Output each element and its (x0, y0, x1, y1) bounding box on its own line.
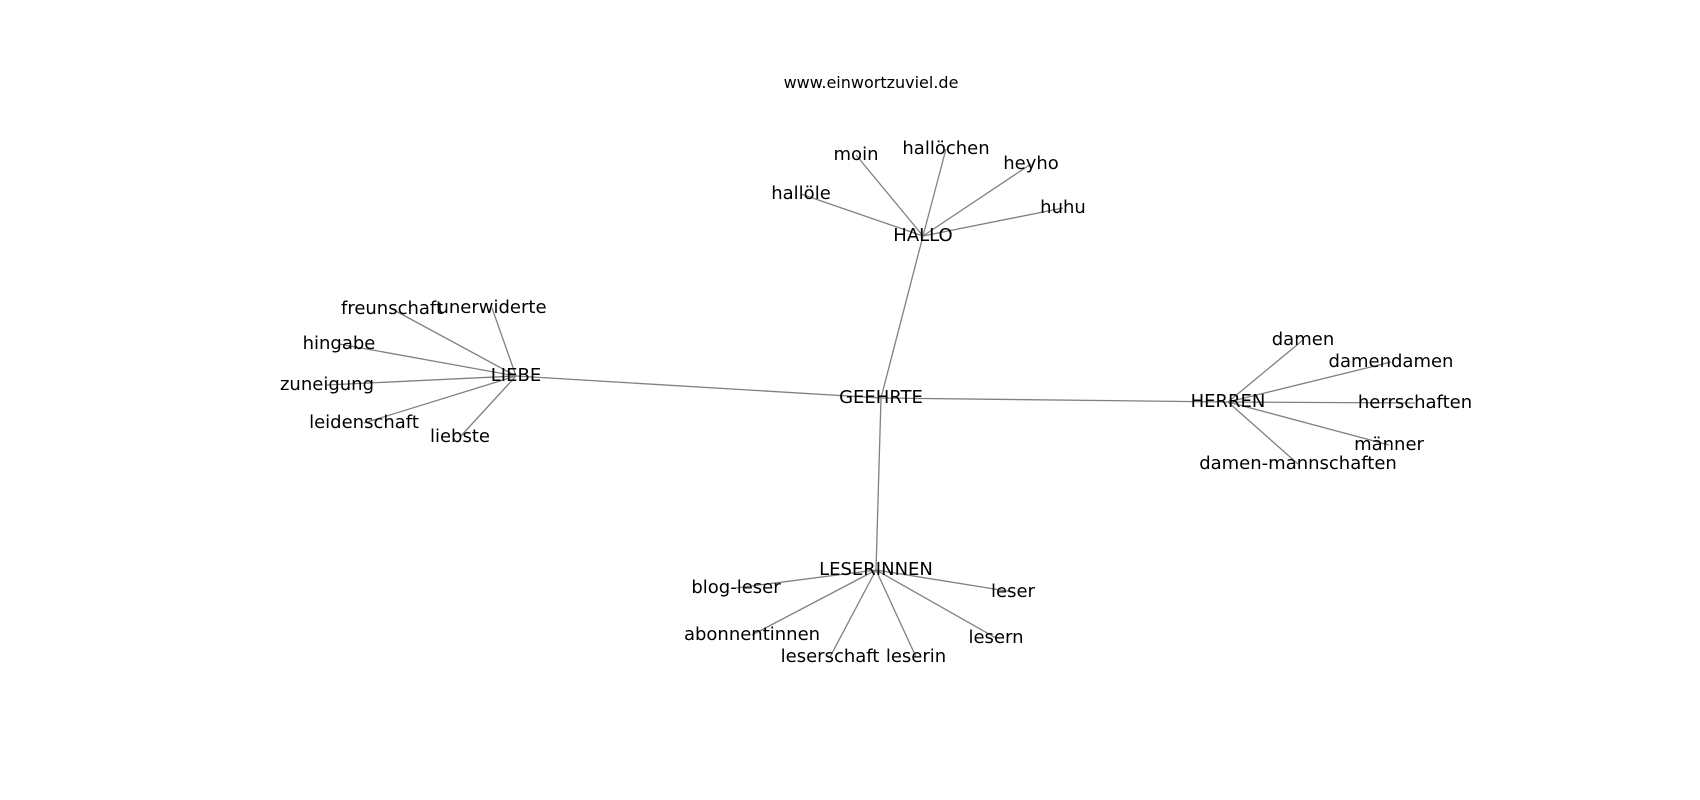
node-leaf-lesern: lesern (968, 627, 1023, 648)
node-hub-herren: HERREN (1191, 391, 1266, 412)
node-leaf-leser: leser (991, 581, 1036, 602)
edge-leserinnen-leser (875, 569, 1014, 593)
node-hub-liebe: LIEBE (491, 365, 541, 386)
edge-liebe-leidenschaft (363, 375, 517, 424)
edge-herren-damendamen (1227, 361, 1392, 403)
edge-leserinnen-lesern (875, 569, 997, 639)
edge-leserinnen-abonnentinnen (751, 569, 877, 636)
edge-herren-damen-mannschaften (1227, 401, 1299, 465)
node-leaf-moin: moin (834, 144, 879, 165)
node-leaf-männer: männer (1354, 434, 1424, 455)
edge-center-leserinnen (875, 397, 882, 571)
edge-hallo-hallöle (800, 193, 924, 237)
node-leaf-damen-mannschaften: damen-mannschaften (1199, 453, 1397, 474)
edge-herren-damen (1227, 339, 1304, 403)
edge-liebe-zuneigung (326, 375, 517, 386)
node-leaf-hingabe: hingabe (303, 333, 376, 354)
node-leaf-hallöchen: hallöchen (902, 138, 989, 159)
edge-liebe-unerwiderte (491, 307, 517, 377)
edge-center-herren (880, 397, 1229, 403)
edge-hallo-heyho (922, 163, 1032, 237)
node-leaf-abonnentinnen: abonnentinnen (684, 624, 820, 645)
node-leaf-zuneigung: zuneigung (280, 374, 374, 395)
edge-liebe-liebste (459, 375, 517, 438)
edge-liebe-hingabe (338, 343, 517, 377)
edge-liebe-freunschaft (391, 308, 517, 377)
edge-leserinnen-leserschaft (829, 569, 877, 658)
node-hub-leserinnen: LESERINNEN (819, 559, 933, 580)
node-leaf-leserin: leserin (886, 646, 946, 667)
node-leaf-unerwiderte: unerwiderte (437, 297, 546, 318)
edge-hallo-hallöchen (922, 148, 947, 237)
edge-hallo-moin (855, 154, 924, 237)
diagram-title: www.einwortzuviel.de (784, 73, 959, 92)
node-leaf-leserschaft: leserschaft (781, 646, 880, 667)
node-leaf-damen: damen (1272, 329, 1334, 350)
label-layer: GEEHRTE HALLO moin hallöchen heyho huhu hallöl… (280, 138, 1472, 667)
node-leaf-heyho: heyho (1003, 153, 1059, 174)
edge-layer (326, 148, 1416, 658)
node-leaf-blog-leser: blog-leser (691, 577, 781, 598)
edge-herren-herrschaften (1227, 401, 1416, 404)
node-leaf-huhu: huhu (1040, 197, 1086, 218)
node-hub-hallo: HALLO (893, 225, 952, 246)
node-leaf-freunschaft: freunschaft (341, 298, 443, 319)
node-leaf-herrschaften: herrschaften (1358, 392, 1472, 413)
edge-center-hallo (880, 235, 924, 399)
edge-leserinnen-blog-leser (735, 569, 877, 589)
edge-center-liebe (515, 375, 882, 399)
node-leaf-liebste: liebste (430, 426, 490, 447)
node-center-geehrte: GEEHRTE (839, 387, 923, 408)
edge-hallo-huhu (922, 207, 1064, 237)
node-leaf-leidenschaft: leidenschaft (309, 412, 419, 433)
edge-leserinnen-leserin (875, 569, 917, 658)
node-leaf-hallöle: hallöle (771, 183, 831, 204)
edge-herren-männer (1227, 401, 1390, 446)
node-leaf-damendamen: damendamen (1329, 351, 1454, 372)
